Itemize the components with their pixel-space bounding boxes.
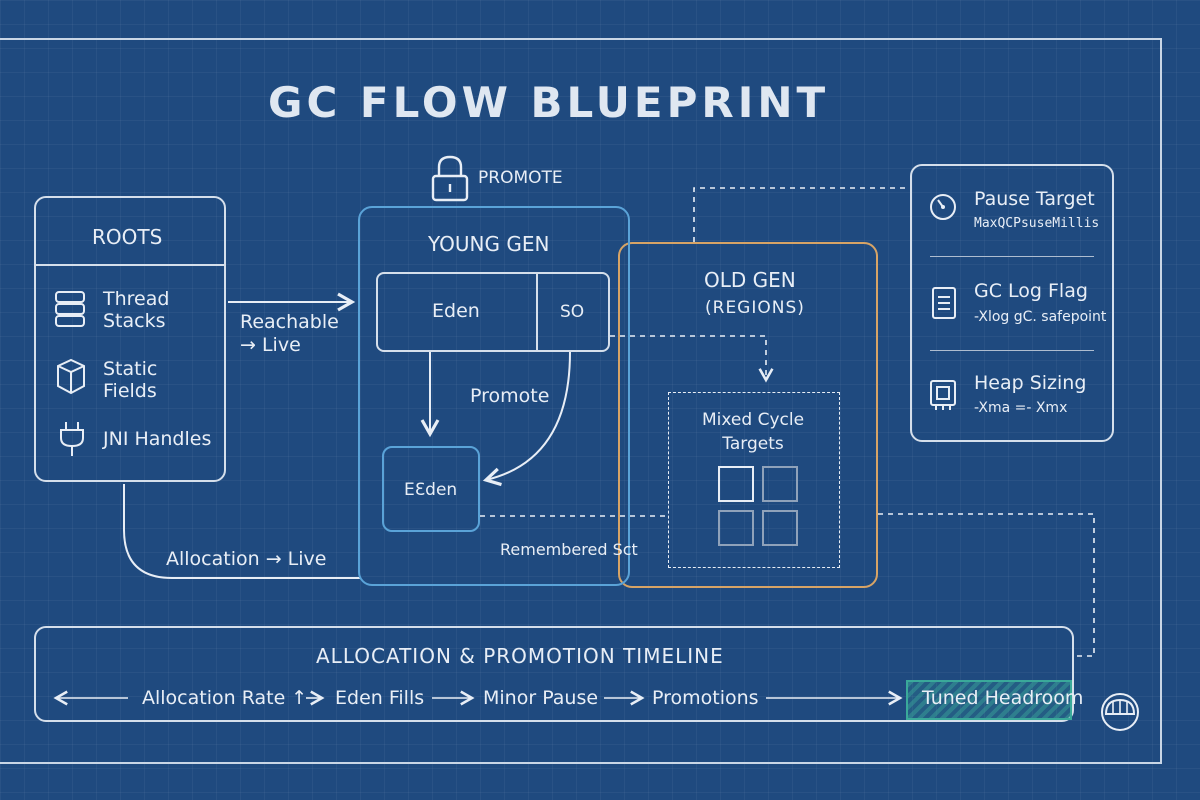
setting-heap-sizing-value: -Xma =- Xmx <box>974 400 1068 416</box>
plug-icon <box>60 422 84 456</box>
timeline-step-allocation: Allocation Rate ↑ <box>142 687 308 709</box>
mixed-cycle-label: Mixed Cycle Targets <box>702 410 805 454</box>
young-gen-title: YOUNG GEN <box>428 232 550 256</box>
region-grid-icon <box>718 466 798 546</box>
roots-item-jni-handles: JNI Handles <box>103 428 212 450</box>
timeline-step-minor-pause: Minor Pause <box>483 687 599 709</box>
timeline-step-promotions: Promotions <box>652 687 759 709</box>
settings-panel <box>910 164 1114 442</box>
chip-icon <box>930 380 956 410</box>
eden-s0-box <box>376 272 610 352</box>
gauge-icon <box>930 194 956 220</box>
eden-label: Eden <box>432 300 480 322</box>
blueprint-frame <box>0 38 1162 764</box>
remembered-set-label: Remembered Sct <box>500 540 638 559</box>
settings-dashed-line <box>693 187 910 242</box>
document-icon <box>932 287 956 319</box>
setting-gc-log-value: -Xlog gC. safepoint <box>974 309 1107 325</box>
old-gen-box <box>618 242 878 588</box>
stack-icon <box>55 291 85 327</box>
survivor-label: EƐden <box>404 480 458 500</box>
tuned-headroom-bar <box>906 680 1072 720</box>
allocation-curve <box>123 484 360 579</box>
hard-hat-icon <box>1101 693 1139 731</box>
s0-label: SO <box>560 302 585 322</box>
mixed-dashed-arrow <box>610 335 774 383</box>
mixed-cycle-box <box>668 392 840 568</box>
setting-pause-target-value: MaxQCPsuseMillis <box>974 216 1100 231</box>
promote-label: Promote <box>470 385 550 407</box>
roots-header: ROOTS <box>92 225 163 249</box>
tuned-headroom-label: Tuned Headroom <box>922 687 1084 709</box>
timeline-step-eden-fills: Eden Fills <box>335 687 425 709</box>
old-gen-title: OLD GEN <box>704 268 796 292</box>
allocation-live-label: Allocation → Live <box>166 548 327 570</box>
timeline-box <box>34 626 1074 722</box>
setting-pause-target-title: Pause Target <box>974 188 1095 210</box>
promote-curve <box>482 351 571 487</box>
timeline-title: ALLOCATION & PROMOTION TIMELINE <box>316 644 724 668</box>
setting-gc-log-title: GC Log Flag <box>974 280 1088 302</box>
survivor-box <box>382 446 480 532</box>
reachable-live-label: Reachable → Live <box>240 311 339 356</box>
old-gen-subtitle: (REGIONS) <box>705 298 805 318</box>
page-title: GC FLOW BLUEPRINT <box>268 78 830 127</box>
setting-heap-sizing-title: Heap Sizing <box>974 372 1087 394</box>
lock-icon <box>431 155 469 202</box>
promote-lock-label: PROMOTE <box>478 168 563 188</box>
roots-item-thread-stacks: Thread Stacks <box>103 288 170 332</box>
young-gen-box <box>358 206 630 586</box>
roots-box <box>34 196 226 482</box>
roots-item-static-fields: Static Fields <box>103 358 158 402</box>
cube-icon <box>57 358 85 395</box>
